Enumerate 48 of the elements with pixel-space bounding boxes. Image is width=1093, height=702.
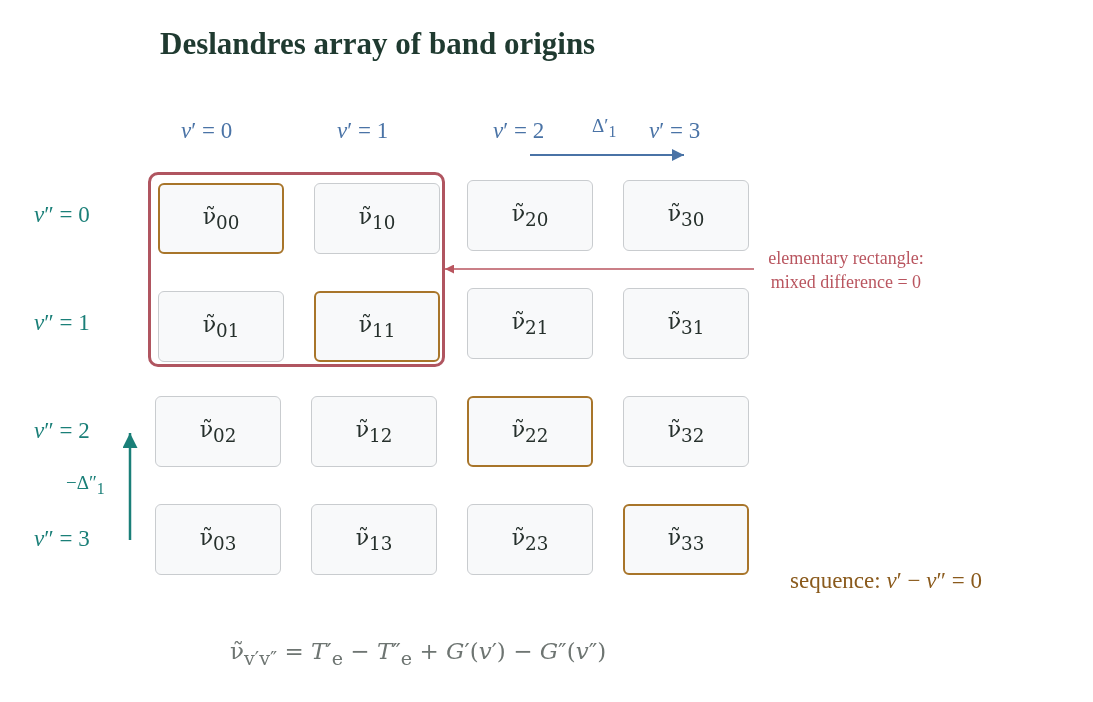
row-label: v″ = 2 (34, 418, 90, 444)
band-origin-cell (467, 504, 593, 575)
band-origin-cell (623, 180, 749, 251)
band-origin-symbol: ν̃$_{23}$ (511, 524, 549, 555)
band-origin-symbol: ν̃$_{30}$ (667, 200, 705, 231)
column-label: v′ = 1 (337, 118, 389, 144)
highlighted-band-origin-cell (623, 504, 749, 575)
row-label: v″ = 3 (34, 526, 90, 552)
band-origin-symbol: ν̃$_{01}$ (202, 311, 240, 342)
band-origin-symbol: ν̃$_{11}$ (358, 311, 396, 342)
band-origin-symbol: ν̃$_{22}$ (511, 416, 549, 447)
elementary-rectangle-outline (148, 172, 445, 367)
leader-line (444, 264, 755, 274)
highlighted-band-origin-cell (158, 183, 284, 254)
band-origin-symbol: ν̃$_{20}$ (511, 200, 549, 231)
band-origin-cell (311, 396, 437, 467)
highlighted-band-origin-cell (314, 291, 440, 362)
band-origin-cell (314, 183, 440, 254)
column-label: v′ = 2 (493, 118, 545, 144)
band-origin-cell (623, 288, 749, 359)
band-origin-symbol: ν̃$_{02}$ (199, 416, 237, 447)
highlighted-band-origin-cell (467, 396, 593, 467)
band-origin-cell (467, 288, 593, 359)
band-origin-symbol: ν̃$_{13}$ (355, 524, 393, 555)
band-origin-cell (311, 504, 437, 575)
annotation-text: elementary rectangle: mixed difference = 0 (752, 246, 940, 298)
band-origin-symbol: ν̃$_{31}$ (667, 308, 705, 339)
column-label: v′ = 0 (181, 118, 233, 144)
band-origin-symbol: ν̃$_{10}$ (358, 203, 396, 234)
band-origin-symbol: ν̃$_{00}$ (202, 203, 240, 234)
band-origin-symbol: ν̃$_{32}$ (667, 416, 705, 447)
band-origin-cell (623, 396, 749, 467)
band-origin-symbol: ν̃$_{12}$ (355, 416, 393, 447)
column-label: v′ = 3 (649, 118, 701, 144)
band-origin-cell (158, 291, 284, 362)
row-label: v″ = 1 (34, 310, 90, 336)
band-origin-cell (467, 180, 593, 251)
row-label: v″ = 0 (34, 202, 90, 228)
title: Deslandres array of band origins (160, 26, 596, 62)
sequence-note: sequence: v′ − v″ = 0 (790, 568, 982, 594)
band-origin-symbol: ν̃$_{21}$ (511, 308, 549, 339)
band-origin-cell (155, 504, 281, 575)
difference-label: Δ′$_{1}$ (592, 115, 617, 141)
difference-label: −Δ″$_{1}$ (66, 472, 105, 498)
formula: ν̃$_{v′v″}$ = T′$_{e}$ − T″$_{e}$ + G′(v′) − G″(v″) (230, 638, 607, 670)
band-origin-symbol: ν̃$_{33}$ (667, 524, 705, 555)
band-origin-symbol: ν̃$_{03}$ (199, 524, 237, 555)
band-origin-cell (155, 396, 281, 467)
